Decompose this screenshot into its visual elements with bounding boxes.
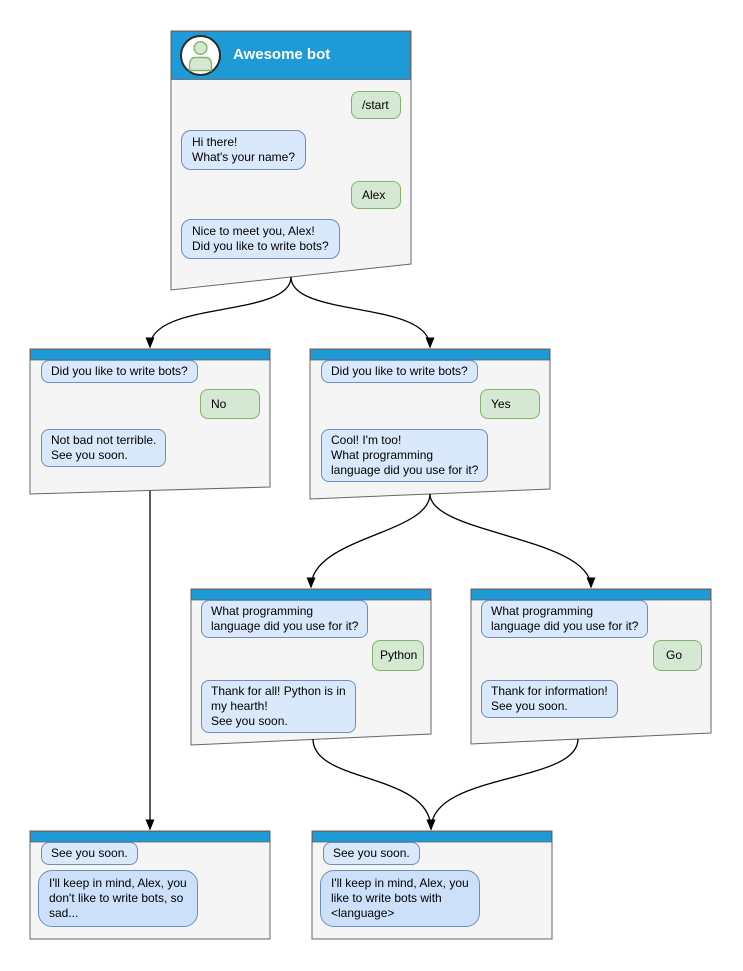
user-icon: [188, 41, 213, 72]
bot-message-bubble: See you soon.: [323, 842, 420, 865]
bot-avatar: [180, 35, 221, 76]
user-message-bubble: Alex: [351, 181, 401, 209]
bot-message-bubble: See you soon.: [41, 842, 138, 865]
bot-message-bubble: I'll keep in mind, Alex, you like to wri…: [320, 870, 480, 927]
bot-message-bubble: Thank for information! See you soon.: [481, 680, 618, 718]
chat-window-end-no-header: [30, 831, 270, 843]
user-message-bubble: Go: [653, 640, 702, 671]
arrow-go-to-end: [426, 738, 579, 831]
bot-message-bubble: Cool! I'm too! What programming language…: [321, 429, 489, 482]
user-message-bubble: /start: [351, 91, 401, 119]
bot-message-bubble: Thank for all! Python is in my hearth! S…: [201, 680, 356, 733]
user-message-bubble: Yes: [480, 389, 540, 419]
window-title: Awesome bot: [233, 46, 331, 63]
bot-message-bubble: Not bad not terrible. See you soon.: [41, 429, 167, 467]
user-message-bubble: Python: [372, 640, 424, 671]
arrow-yes-to-go: [429, 493, 596, 589]
arrow-python-to-end: [312, 738, 436, 831]
bot-message-bubble: Did you like to write bots?: [321, 360, 478, 383]
arrow-start-to-no: [145, 276, 292, 349]
bot-message-bubble: I'll keep in mind, Alex, you don't like …: [38, 870, 198, 927]
chat-window-end-yes-header: [312, 831, 552, 843]
bot-message-bubble: Hi there! What's your name?: [181, 130, 307, 170]
bot-message-bubble: Did you like to write bots?: [41, 360, 198, 383]
user-message-bubble: No: [200, 389, 260, 419]
bot-message-bubble: What programming language did you use fo…: [201, 600, 369, 638]
arrow-yes-to-python: [306, 493, 431, 589]
bot-message-bubble: What programming language did you use fo…: [481, 600, 649, 638]
arrow-start-to-yes: [290, 276, 435, 349]
bot-message-bubble: Nice to meet you, Alex! Did you like to …: [181, 219, 340, 259]
